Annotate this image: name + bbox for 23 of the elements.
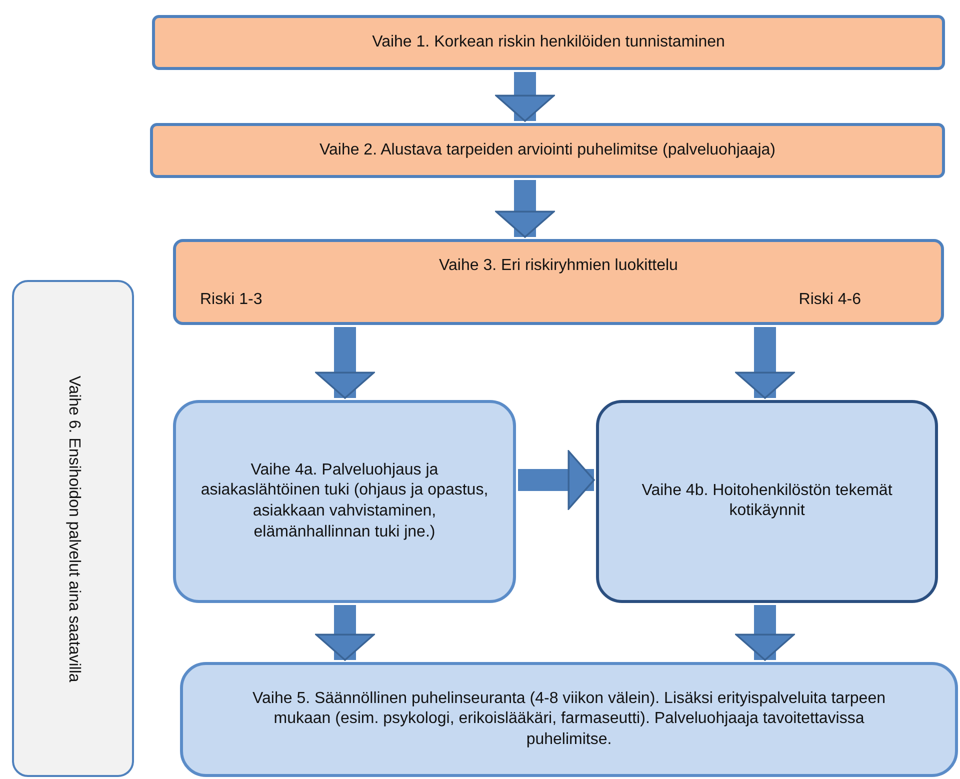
process-box [596, 400, 938, 603]
process-box [152, 15, 945, 70]
step-label: Vaihe 2. Alustava tarpeiden arviointi puhelimitse (palveluohjaaja) [318, 140, 776, 160]
step-label: Vaihe 1. Korkean riskin henkilöiden tunnistaminen [371, 32, 726, 52]
process-box [150, 123, 945, 178]
block-arrow [315, 327, 375, 399]
risk-label: Riski 1-3 [200, 290, 262, 310]
step-label: Vaihe 4a. Palveluohjaus ja asiakaslähtöinen tuki (ohjaus ja opastus, asiakkaan vahvistaminen, elämänhallinnan tuki jne.) [200, 460, 490, 542]
block-arrow [495, 180, 555, 238]
block-arrow [735, 605, 795, 661]
process-box [173, 239, 944, 325]
block-arrow [735, 327, 795, 399]
risk-label: Riski 4-6 [798, 290, 861, 310]
process-box [173, 400, 516, 603]
block-arrow [495, 72, 555, 122]
process-box [180, 662, 958, 777]
step-label: Vaihe 3. Eri riskiryhmien luokittelu [438, 256, 679, 276]
step-label: Vaihe 6. Ensihoidon palvelut aina saatavilla [64, 375, 84, 682]
block-arrow [315, 605, 375, 661]
step-label: Vaihe 5. Säännöllinen puhelinseuranta (4-8 viikon välein). Lisäksi erityispalveluita tarpeen mukaan (esim. psykologi, erikoislääkäri, farmaseutti). Palveluohjaaja tavoitettavissa puhelimitse. [252, 688, 886, 750]
side-panel [12, 280, 134, 777]
block-arrow [518, 450, 595, 510]
step-label: Vaihe 4b. Hoitohenkilöstön tekemät kotikäynnit [640, 480, 894, 522]
